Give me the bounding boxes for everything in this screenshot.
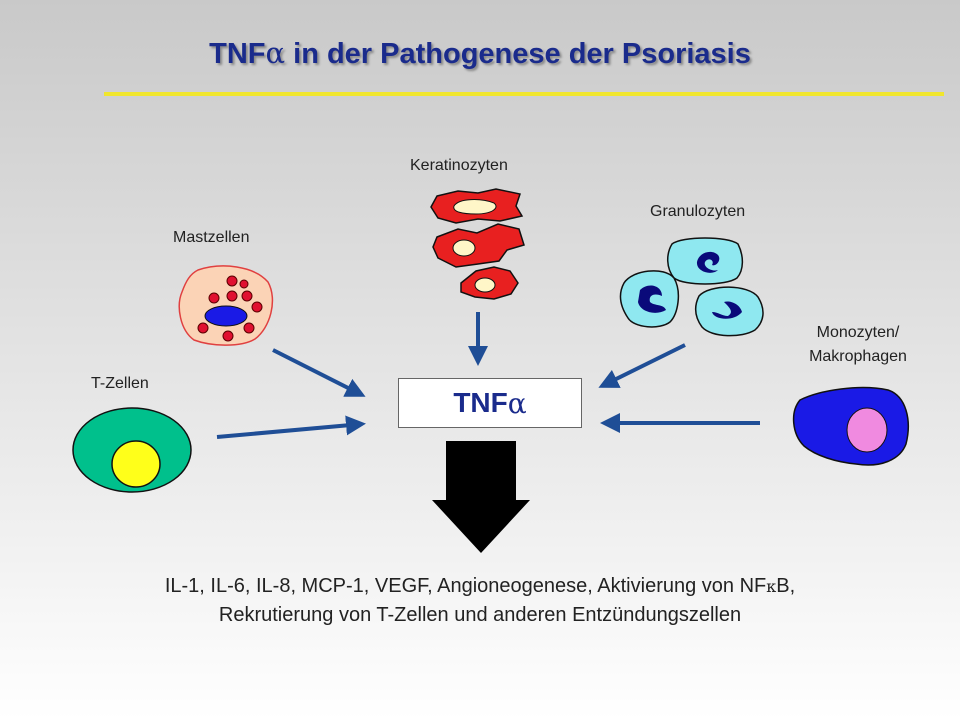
label-t-cells: T-Zellen [91,375,149,392]
t-cell-icon [72,407,192,493]
title-underline [104,92,944,96]
tnf-box-greek: α [507,386,527,420]
title-prefix: TNF [209,38,266,70]
label-mast-cells: Mastzellen [173,229,250,246]
effects-line1-prefix: IL-1, IL-6, IL-8, MCP-1, VEGF, Angioneog… [164,575,767,597]
label-monocytes-line2: Makrophagen [809,348,907,365]
arrow-t-cells [216,415,366,439]
granulocyte-cells-icon [619,237,764,337]
effects-line2: Rekrutierung von T-Zellen und anderen En… [218,604,742,626]
title-suffix: in der Pathogenese der Psoriasis [285,38,751,70]
tnf-box-prefix: TNF [453,387,508,418]
arrow-mast-cells [272,348,366,397]
label-granulocytes: Granulozyten [650,203,746,220]
arrow-granulocytes [598,343,686,388]
arrows [216,312,760,439]
label-monocytes: Monozyten/ Makrophagen [783,321,933,369]
label-monocytes-line1: Monozyten/ [816,324,900,341]
mast-cell-icon [178,265,274,346]
effects-line1-greek: κ [766,577,777,596]
effects-line1: IL-1, IL-6, IL-8, MCP-1, VEGF, Angioneog… [0,572,960,601]
keratinocyte-cells-icon [430,188,525,300]
title-greek: α [265,36,286,70]
big-down-arrow-icon [432,441,530,553]
effects-text: IL-1, IL-6, IL-8, MCP-1, VEGF, Angioneog… [0,572,960,630]
monocyte-icon [792,386,909,466]
slide-title: TNFα in der Pathogenese der Psoriasis [0,36,960,71]
effects-line1-suffix: B, [776,575,796,597]
label-keratinocytes: Keratinozyten [410,157,508,174]
